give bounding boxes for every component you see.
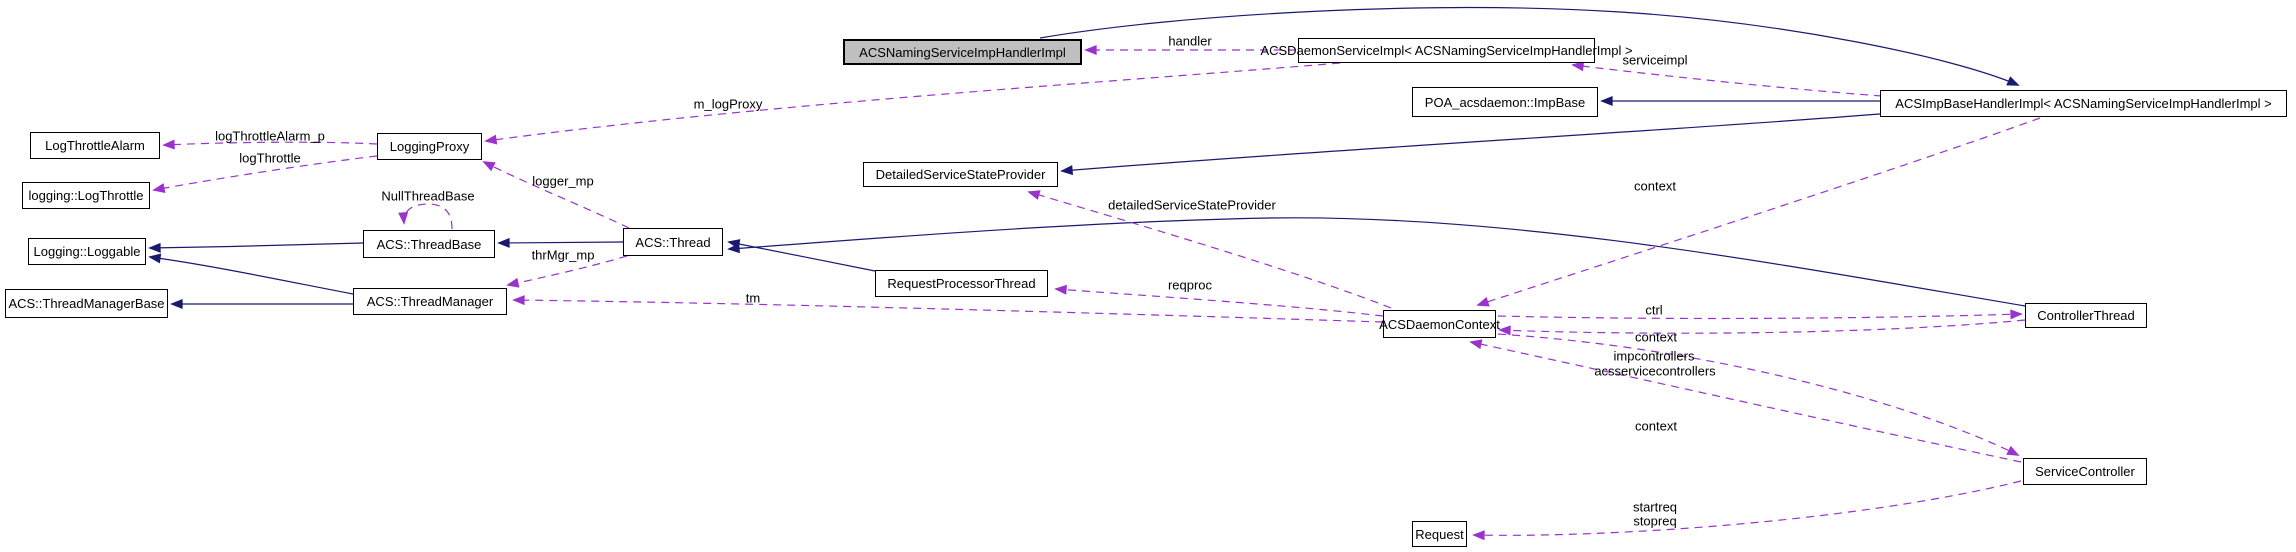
edge-thread-uses-loggingproxy	[482, 161, 630, 229]
edge-context-uses-threadmanager	[512, 295, 1384, 323]
edge-requestprocessorthread-inherits-thread	[727, 239, 876, 272]
node-acs-thread-manager[interactable]: ACS::ThreadManager	[353, 288, 507, 315]
edge-label-startreq: startreq	[1632, 499, 1678, 515]
edge-label-handler: handler	[1168, 33, 1212, 49]
edge-label-context: context	[1635, 329, 1677, 345]
edge-label-nullthreadbase: NullThreadBase	[381, 188, 475, 204]
edge-naminghandler-inherits-impbasehandler	[1039, 7, 2020, 86]
edge-label-stopreq: stopreq	[1633, 513, 1677, 529]
node-acs-naming-service-imp-handler-impl[interactable]: ACSNamingServiceImpHandlerImpl	[843, 39, 1082, 65]
edge-label-detailedservicestateprovider: detailedServiceStateProvider	[1108, 197, 1276, 213]
edge-context-uses-requestprocessor	[1054, 284, 1384, 317]
node-acs-thread-base[interactable]: ACS::ThreadBase	[363, 230, 495, 258]
edge-thread-uses-threadmanager	[506, 255, 628, 288]
node-acs-imp-base-handler-impl[interactable]: ACSImpBaseHandlerImpl< ACSNamingServiceI…	[1880, 90, 2287, 117]
edge-label-impcontrollers: impcontrollers	[1613, 348, 1695, 364]
edge-label-tm: tm	[745, 290, 761, 306]
edge-servicecontroller-uses-request	[1472, 480, 2022, 541]
node-request-processor-thread[interactable]: RequestProcessorThread	[875, 270, 1048, 297]
node-request[interactable]: Request	[1412, 521, 1467, 547]
edge-threadmanager-inherits-loggable	[148, 253, 354, 295]
edge-label-acsservicecontrollers: acsservicecontrollers	[1594, 363, 1716, 379]
node-service-controller[interactable]: ServiceController	[2023, 458, 2147, 485]
edge-impbasehandler-inherits-dssp	[1060, 113, 1881, 176]
node-acs-daemon-context[interactable]: ACSDaemonContext	[1379, 310, 1500, 338]
edge-controllerthread-uses-context	[1498, 319, 2026, 336]
node-logging-loggable[interactable]: Logging::Loggable	[28, 238, 146, 265]
edge-label-thrmgr-mp: thrMgr_mp	[531, 247, 595, 263]
edge-threadbase-inherits-loggable	[148, 242, 364, 253]
node-logging-log-throttle[interactable]: logging::LogThrottle	[22, 182, 150, 209]
node-poa-acsdaemon-imp-base[interactable]: POA_acsdaemon::ImpBase	[1412, 87, 1598, 117]
edge-servicecontroller-uses-context	[1469, 339, 2022, 463]
node-logging-proxy[interactable]: LoggingProxy	[377, 133, 482, 160]
node-controller-thread[interactable]: ControllerThread	[2025, 303, 2147, 328]
node-detailed-service-state-provider[interactable]: DetailedServiceStateProvider	[863, 162, 1058, 187]
edge-threadbase-self-loop	[398, 203, 453, 230]
edge-label-ctrl: ctrl	[1645, 302, 1663, 318]
edge-label-serviceimpl: serviceimpl	[1622, 52, 1688, 68]
edge-label-context: context	[1634, 178, 1676, 194]
node-acs-thread[interactable]: ACS::Thread	[623, 228, 723, 256]
edge-thread-inherits-threadbase	[497, 237, 624, 248]
node-acs-daemon-service-impl[interactable]: ACSDaemonServiceImpl< ACSNamingServiceIm…	[1260, 38, 1633, 63]
node-acs-thread-manager-base[interactable]: ACS::ThreadManagerBase	[5, 289, 168, 318]
edge-context-uses-controllerthread	[1497, 309, 2023, 320]
edge-controllerthread-inherits-thread	[727, 217, 2026, 307]
edge-loggingproxy-uses-logthrottlealarm	[162, 139, 378, 150]
edge-loggingproxy-uses-logthrottle	[152, 155, 378, 194]
edge-impbasehandler-uses-daemonserviceimpl	[1571, 61, 1883, 97]
edge-context-uses-servicecontroller	[1497, 333, 2020, 456]
edge-daemonserviceimpl-uses-loggingproxy	[484, 62, 1341, 145]
edge-label-context: context	[1635, 418, 1677, 434]
edge-label-logthrottlealarm-p: logThrottleAlarm_p	[215, 128, 325, 144]
edge-label-m-logproxy: m_logProxy	[693, 96, 763, 112]
edge-label-logthrottle: logThrottle	[239, 150, 301, 166]
edge-label-reqproc: reqproc	[1167, 277, 1213, 293]
edge-context-uses-dssp	[1027, 190, 1392, 309]
edge-impbasehandler-uses-context	[1476, 117, 2041, 307]
node-log-throttle-alarm[interactable]: LogThrottleAlarm	[30, 132, 160, 159]
edge-label-logger-mp: logger_mp	[532, 173, 594, 189]
